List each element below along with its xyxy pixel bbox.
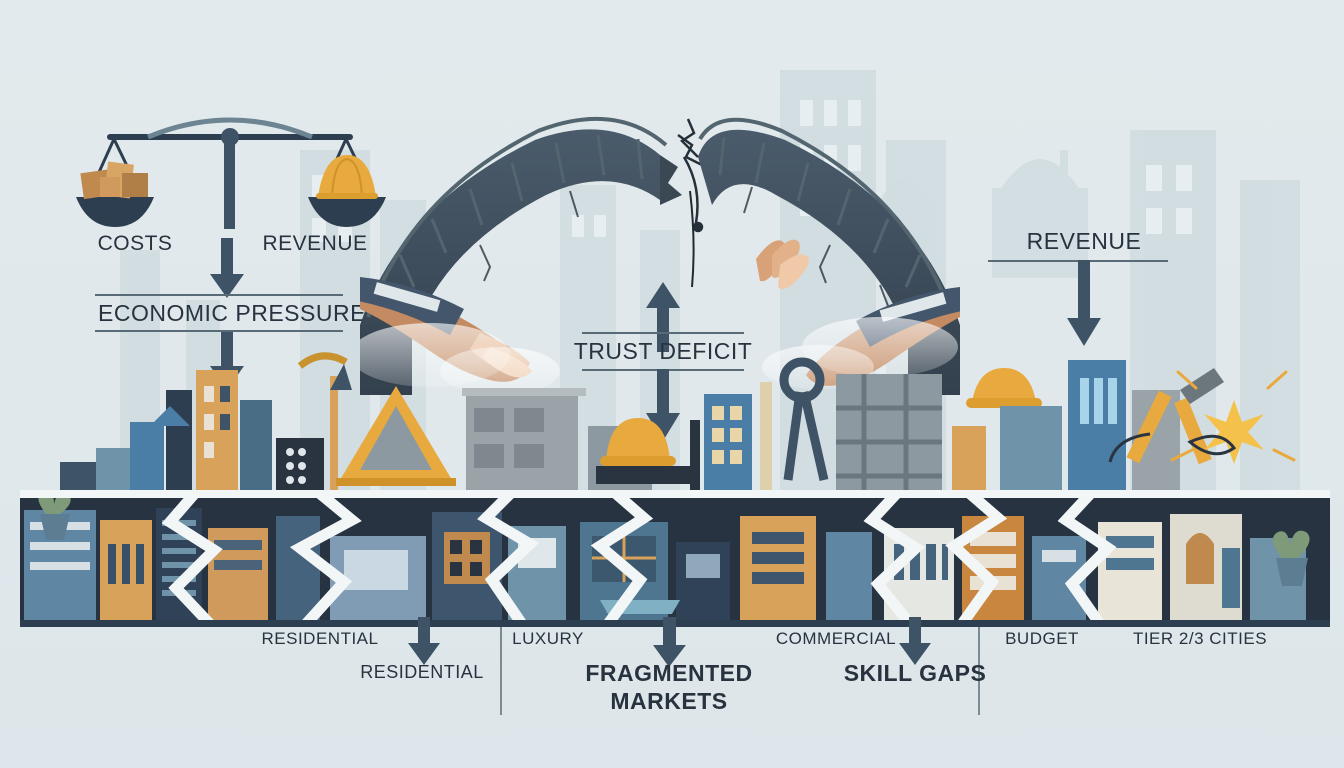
- segment-luxury: [330, 512, 566, 624]
- revenue-pan: [308, 197, 386, 227]
- segment-label-tier23: TIER 2/3 CITIES: [1132, 629, 1268, 648]
- trust-deficit-label: TRUST DEFICIT: [573, 338, 753, 364]
- trust-deficit-rule-top: [582, 332, 744, 334]
- arrow-skill-gaps-down: [899, 617, 931, 665]
- arrow-fragmented-markets-down: [653, 617, 686, 667]
- left-construction-cluster: [60, 352, 456, 500]
- mid-construction-cluster: [462, 357, 829, 500]
- arrow-trust-deficit-up: [646, 282, 680, 352]
- caliper-icon: [783, 391, 829, 481]
- segment-label-luxury: LUXURY: [512, 629, 584, 648]
- arrow-revenue-down: [1067, 260, 1101, 346]
- fragmented-markets-label-line2: MARKETS: [610, 688, 728, 714]
- arrow-residential-down: [408, 617, 440, 665]
- skill-gaps-label: SKILL GAPS: [843, 660, 987, 686]
- fragmented-markets-label-line1: FRAGMENTED: [585, 660, 753, 686]
- construction-scene-band: [20, 352, 1330, 500]
- hard-hat-icon: [316, 155, 378, 199]
- cardboard-boxes-icon: [80, 161, 148, 200]
- tools-icon: [1126, 368, 1224, 465]
- revenue-right-label: REVENUE: [1026, 228, 1142, 254]
- costs-label: COSTS: [97, 232, 173, 255]
- segment-commercial: [580, 516, 872, 624]
- segment-label-residential: RESIDENTIAL: [261, 629, 379, 648]
- divider-luxury: [500, 627, 502, 715]
- crane-icon: [297, 352, 352, 390]
- economic-pressures-label: ECONOMIC PRESSURES: [98, 300, 382, 326]
- economic-pressures-rule-bottom: [95, 330, 343, 332]
- crack-separators: [161, 492, 1117, 624]
- revenue-label: REVENUE: [262, 232, 368, 255]
- divider-budget: [978, 627, 980, 715]
- arrow-trust-deficit-down: [646, 369, 680, 441]
- fragmented-city-band: [20, 492, 1330, 624]
- segment-label-budget: BUDGET: [1005, 629, 1079, 648]
- hard-hat-icon: [966, 368, 1042, 408]
- broken-bridge-with-reaching-hands: [360, 116, 960, 395]
- potted-plant-icon: [1272, 530, 1310, 586]
- balance-scale-icon: [76, 117, 386, 229]
- right-construction-cluster: [836, 360, 1296, 500]
- segment-label-commercial: COMMERCIAL: [775, 629, 897, 648]
- arrow-costs-to-economic-pressures: [210, 238, 244, 298]
- economic-pressures-rule-top: [95, 294, 343, 296]
- segment-tier23: [1098, 514, 1310, 624]
- residential-callout-label: RESIDENTIAL: [360, 662, 484, 682]
- costs-pan: [76, 197, 154, 227]
- hard-hat-icon: [600, 418, 676, 466]
- welding-spark-icon: [1170, 370, 1296, 464]
